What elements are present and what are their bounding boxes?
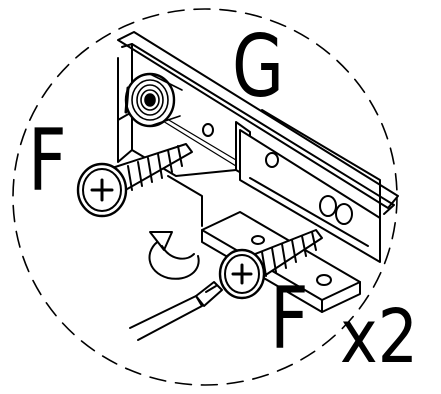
rotate-arrow-icon: [148, 231, 200, 280]
quantity-label: x2: [340, 294, 419, 380]
part-g-label: G: [232, 17, 284, 117]
roller-icon: [124, 72, 183, 128]
part-f-top-label: F: [28, 111, 67, 211]
screwdriver-icon: [129, 281, 223, 341]
screw-icon: [218, 229, 323, 300]
screw-icon: [76, 143, 193, 218]
part-f-bottom-label: F: [270, 269, 309, 369]
